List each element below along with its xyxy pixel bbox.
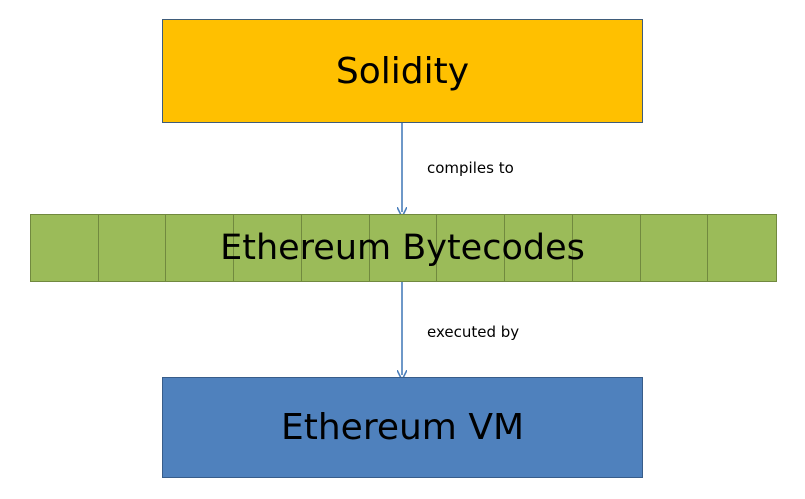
bytecode-cell [233,214,303,282]
bytecode-cell [436,214,506,282]
bytecode-cell [707,214,777,282]
executed-by-label: executed by [427,323,520,341]
solidity-node: Solidity [162,19,643,123]
bytecodes-strip [30,214,777,282]
ethereum-vm-node: Ethereum VM [162,377,643,478]
ethereum-vm-label: Ethereum VM [281,407,524,448]
bytecode-cell [165,214,235,282]
bytecode-cell [97,214,167,282]
solidity-label: Solidity [335,50,470,92]
compiles-to-label: compiles to [427,159,514,177]
bytecode-cell [571,214,642,282]
bytecode-cell [639,214,709,282]
bytecode-cell [504,214,574,282]
bytecode-cell [300,214,371,282]
bytecode-cell [30,214,100,282]
bytecode-cell [368,214,438,282]
